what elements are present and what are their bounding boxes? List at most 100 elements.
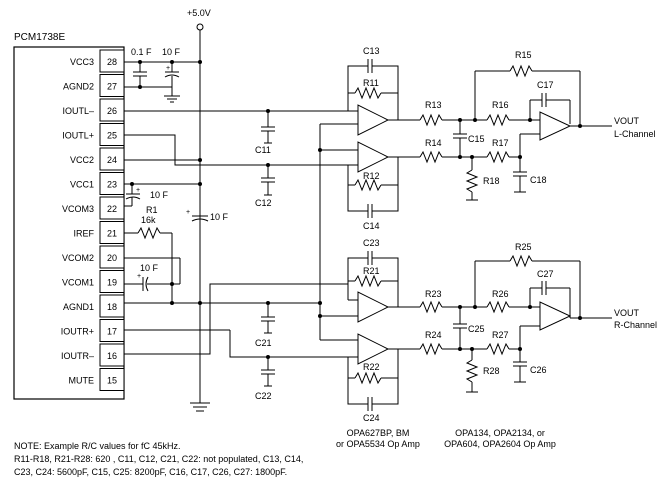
pin-box-20 xyxy=(99,245,125,269)
c27-label: C27 xyxy=(537,269,554,279)
cap-10d-label: 10 F xyxy=(140,263,159,273)
pin-label-27: AGND2 xyxy=(63,82,94,92)
pin-label-21: IREF xyxy=(73,229,94,239)
pin-box-27 xyxy=(99,74,125,97)
opamp-l3 xyxy=(539,111,572,141)
supply-label: +5.0V xyxy=(187,8,211,18)
svg-text:+: + xyxy=(137,273,141,280)
c12-label: C12 xyxy=(255,198,272,208)
opamp2-caption-line2: OPA604, OPA2604 Op Amp xyxy=(444,439,556,449)
note-line-2: R11-R18, R21-R28: 620 , C11, C12, C21, C… xyxy=(14,454,304,464)
svg-text:+: + xyxy=(166,65,170,72)
pin-box-16 xyxy=(99,343,125,367)
r28-label: R28 xyxy=(483,366,500,376)
r22-label: R22 xyxy=(363,362,380,372)
opamp-l1 xyxy=(357,104,390,136)
cap-10c-label: 10 F xyxy=(210,212,229,222)
pin-number-18: 18 xyxy=(107,302,117,312)
note-line-1: NOTE: Example R/C values for fC 45kHz. xyxy=(14,441,181,451)
pin-number-19: 19 xyxy=(107,278,117,288)
pin-box-15 xyxy=(99,368,125,391)
c15-label: C15 xyxy=(468,134,485,144)
pin-box-22 xyxy=(99,196,125,220)
c18-label: C18 xyxy=(530,175,547,185)
pin-label-19: VCOM1 xyxy=(62,278,94,288)
pin-number-17: 17 xyxy=(107,327,117,337)
c25-label: C25 xyxy=(468,324,485,334)
c21-label: C21 xyxy=(255,338,272,348)
cap-10b-label: 10 F xyxy=(150,190,169,200)
pin-label-18: AGND1 xyxy=(63,302,94,312)
r17-label: R17 xyxy=(492,138,509,148)
pin-label-23: VCC1 xyxy=(70,180,94,190)
r26-label: R26 xyxy=(492,289,509,299)
pin-label-15: MUTE xyxy=(69,376,95,386)
c13-label: C13 xyxy=(363,46,380,56)
pin-box-26 xyxy=(99,98,125,122)
opamp-r1 xyxy=(357,291,390,323)
r21-label: R21 xyxy=(363,266,380,276)
r24-label: R24 xyxy=(425,330,442,340)
pin-number-26: 26 xyxy=(107,106,117,116)
pin-box-18 xyxy=(99,294,125,318)
r18-label: R18 xyxy=(483,176,500,186)
pin-number-27: 27 xyxy=(107,82,117,92)
pin-number-23: 23 xyxy=(107,180,117,190)
pin-label-24: VCC2 xyxy=(70,155,94,165)
c24-label: C24 xyxy=(363,413,380,423)
right-channel: R-Channel xyxy=(614,320,657,330)
opamp-r2 xyxy=(357,333,390,365)
chip-name: PCM1738E xyxy=(14,32,65,43)
svg-text:+: + xyxy=(136,187,140,194)
r25-label: R25 xyxy=(515,242,532,252)
opamp1-caption-line2: or OPA5534 Op Amp xyxy=(336,439,420,449)
c11-label: C11 xyxy=(255,145,271,155)
pin-number-22: 22 xyxy=(107,204,117,214)
opamp-caption-2: OPA134, OPA2134, or OPA604, OPA2604 Op A… xyxy=(440,428,560,450)
svg-text:+: + xyxy=(186,209,190,216)
r1-value: 16k xyxy=(141,215,156,225)
pin-label-28: VCC3 xyxy=(70,57,94,67)
c14-label: C14 xyxy=(363,221,380,231)
r12-label: R12 xyxy=(363,171,380,181)
cap-01-label: 0.1 F xyxy=(131,47,152,57)
opamp-caption-1: OPA627BP, BM or OPA5534 Op Amp xyxy=(318,428,438,450)
opamp-r3 xyxy=(539,301,572,331)
pin-number-15: 15 xyxy=(107,376,117,386)
pin-number-16: 16 xyxy=(107,351,117,361)
pin-label-25: IOUTL+ xyxy=(62,131,94,141)
r14-label: R14 xyxy=(425,138,442,148)
pin-number-28: 28 xyxy=(107,57,117,67)
c23-label: C23 xyxy=(363,238,380,248)
pin-label-26: IOUTL– xyxy=(62,106,94,116)
left-channel: L-Channel xyxy=(614,129,656,139)
pin-label-17: IOUTR+ xyxy=(61,327,94,337)
r1-label: R1 xyxy=(146,205,158,215)
right-vout: VOUT xyxy=(614,308,640,318)
c26-label: C26 xyxy=(530,365,547,375)
r16-label: R16 xyxy=(492,100,509,110)
r11-label: R11 xyxy=(363,78,379,88)
left-vout: VOUT xyxy=(614,116,640,126)
cap-10a-label: 10 F xyxy=(162,47,181,57)
pin-label-16: IOUTR– xyxy=(61,351,94,361)
opamp1-caption-line1: OPA627BP, BM xyxy=(346,428,410,438)
r13-label: R13 xyxy=(425,100,442,110)
c17-label: C17 xyxy=(537,80,554,90)
c22-label: C22 xyxy=(255,391,272,401)
pin-number-25: 25 xyxy=(107,131,117,141)
pin-box-28 xyxy=(99,49,125,73)
pin-number-20: 20 xyxy=(107,253,117,263)
opamp-l2 xyxy=(357,141,390,173)
pin-label-20: VCOM2 xyxy=(62,253,94,263)
opamp2-caption-line1: OPA134, OPA2134, or xyxy=(455,428,545,438)
pin-label-22: VCOM3 xyxy=(62,204,94,214)
r23-label: R23 xyxy=(425,289,442,299)
r15-label: R15 xyxy=(515,50,532,60)
pin-number-21: 21 xyxy=(107,229,117,239)
pin-box-24 xyxy=(99,147,125,171)
r27-label: R27 xyxy=(492,330,509,340)
pin-number-24: 24 xyxy=(107,155,117,165)
pin-box-19 xyxy=(99,270,125,293)
